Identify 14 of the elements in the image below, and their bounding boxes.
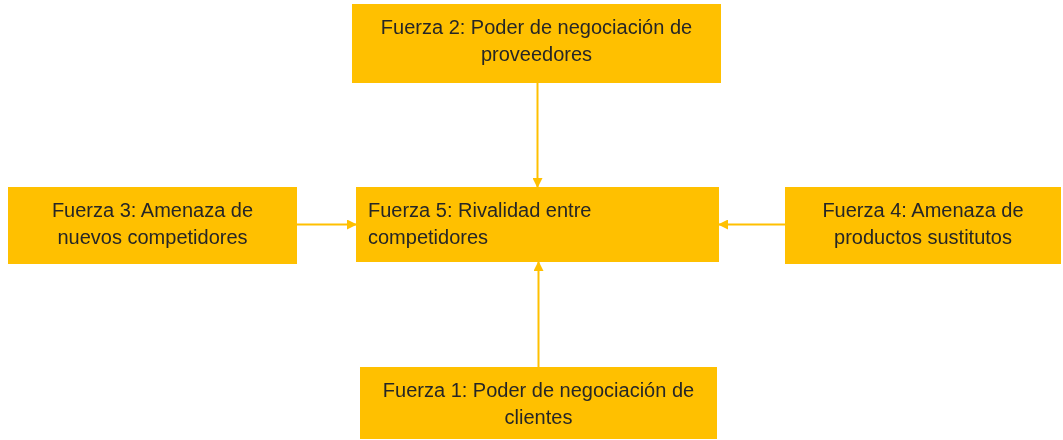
box-label: Fuerza 5: Rivalidad entre competidores [368, 198, 593, 250]
arrow [296, 219, 357, 230]
force-box [785, 187, 1061, 264]
arrow [533, 261, 544, 368]
force-box [360, 367, 717, 439]
box-label: Fuerza 3: Amenaza de nuevos competidores [50, 198, 255, 250]
force-box [356, 187, 719, 262]
arrow [532, 82, 543, 188]
box-label: Fuerza 2: Poder de negociación de proveedores [379, 15, 694, 67]
box-label: Fuerza 1: Poder de negociación de clientes [381, 378, 696, 430]
arrow [718, 219, 786, 230]
force-box [8, 187, 297, 264]
box-label: Fuerza 4: Amenaza de productos sustitutos [821, 198, 1025, 250]
force-box [352, 4, 721, 83]
